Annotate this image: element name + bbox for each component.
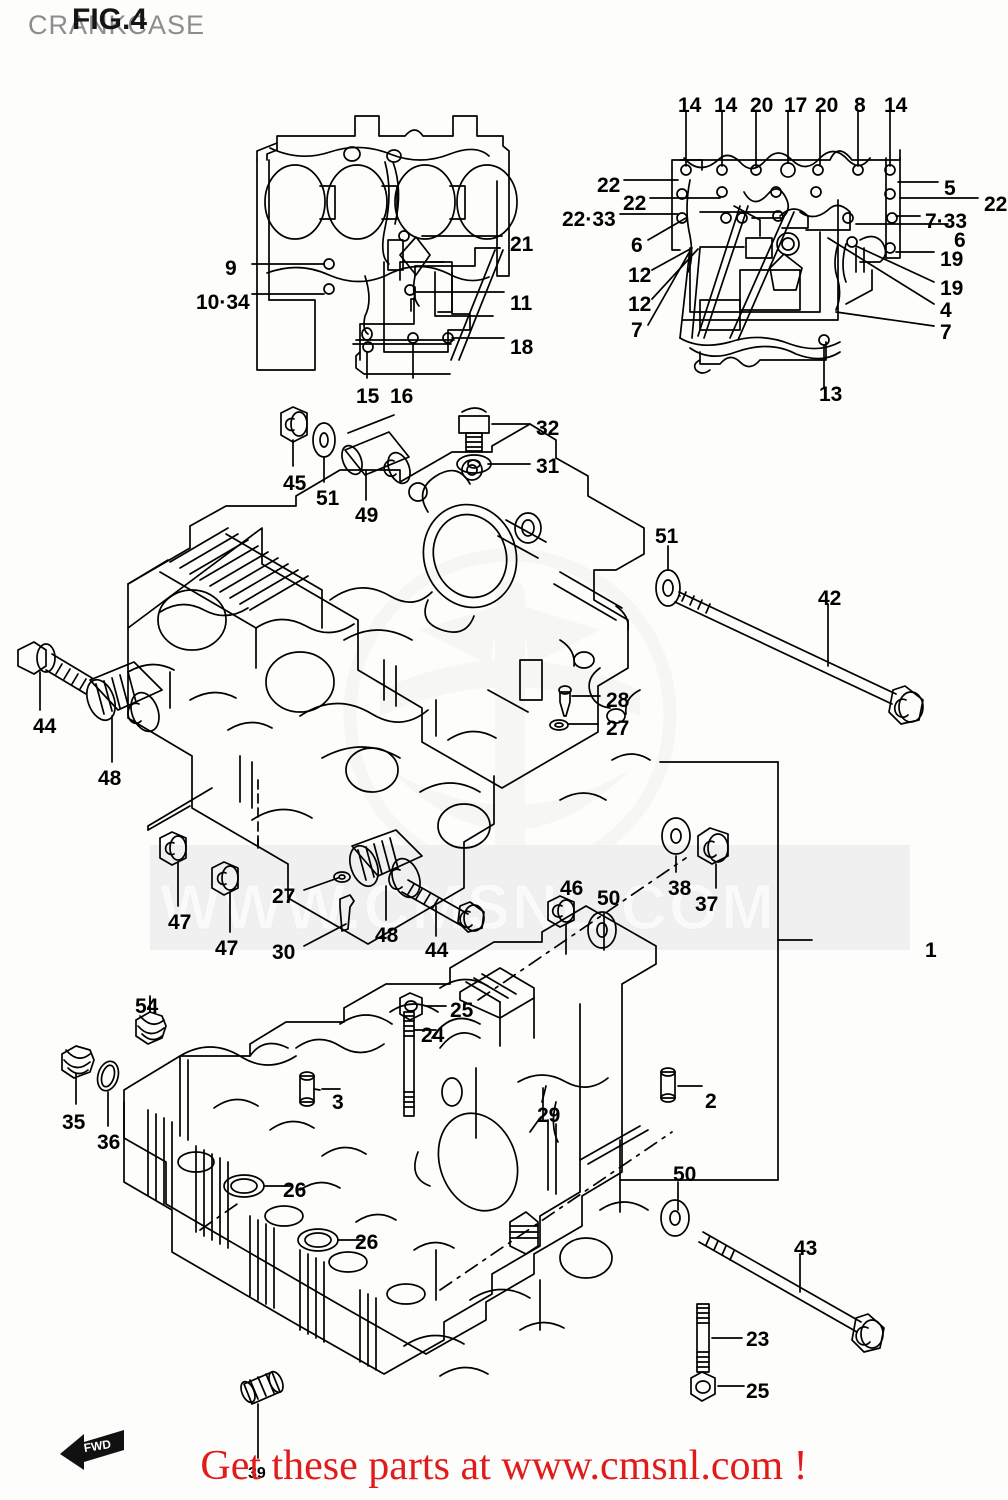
callout-37: 37: [695, 893, 719, 916]
callout-47: 47: [215, 937, 239, 960]
callout-7-33: 7·33: [925, 210, 968, 233]
callout-38: 38: [668, 877, 692, 900]
callout-48: 48: [375, 924, 399, 947]
callout-44: 44: [33, 715, 57, 738]
callout-13: 13: [819, 383, 843, 406]
callout-14: 14: [714, 94, 738, 117]
callout-50: 50: [597, 887, 621, 910]
callout-12: 12: [628, 264, 652, 287]
callout-44: 44: [425, 939, 449, 962]
figure-number: FIG.4: [72, 3, 148, 36]
callout-26: 26: [355, 1231, 379, 1254]
callout-20: 20: [750, 94, 774, 117]
callout-32: 32: [536, 417, 560, 440]
callout-15: 15: [356, 385, 380, 408]
view-upper-right-section: [671, 149, 901, 374]
callout-10-34: 10·34: [196, 291, 250, 314]
callout-50: 50: [673, 1163, 697, 1186]
callout-27: 27: [272, 885, 296, 908]
callout-5: 5: [944, 177, 956, 200]
callout-47: 47: [168, 911, 192, 934]
callout-21: 21: [510, 233, 534, 256]
callout-22: 22: [623, 192, 647, 215]
fwd-direction-marker: FWD: [60, 1430, 124, 1470]
callout-4: 4: [940, 299, 952, 322]
leaders-upper-left: [251, 235, 505, 379]
callout-17: 17: [784, 94, 808, 117]
callout-39: 39: [248, 1465, 266, 1482]
callout-7: 7: [631, 319, 643, 342]
callout-11: 11: [510, 292, 533, 315]
callout-31: 31: [536, 455, 560, 478]
callout-22: 22: [984, 193, 1008, 216]
leaders-upper-right: [619, 111, 979, 389]
callout-36: 36: [97, 1131, 121, 1154]
callout-14: 14: [884, 94, 908, 117]
callout-25: 25: [746, 1380, 770, 1403]
callout-2: 2: [705, 1090, 717, 1113]
callout-12: 12: [628, 293, 652, 316]
parts-45-51-49-32-31: [280, 406, 492, 485]
assembly-bracket-1: [619, 761, 813, 1181]
callout-16: 16: [390, 385, 414, 408]
callout-20: 20: [815, 94, 839, 117]
callout-3: 3: [332, 1091, 344, 1114]
callout-18: 18: [510, 336, 534, 359]
callout-22: 22: [597, 174, 621, 197]
callout-27: 27: [606, 717, 630, 740]
section-title: CRANKCASE: [28, 10, 206, 40]
callout-45: 45: [283, 472, 307, 495]
callout-29: 29: [537, 1104, 561, 1127]
view-upper-left-section: [256, 115, 518, 375]
callout-35: 35: [62, 1111, 86, 1134]
callout-24: 24: [421, 1024, 445, 1047]
upper-crankcase-half: [17, 423, 924, 949]
callout-42: 42: [818, 587, 842, 610]
leaders-main: [39, 423, 829, 1459]
callout-51: 51: [316, 487, 340, 510]
callout-22-33: 22·33: [562, 208, 616, 231]
promo-text[interactable]: Get these parts at www.cmsnl.com !: [200, 1443, 808, 1489]
callout-1: 1: [925, 939, 937, 962]
callout-8: 8: [854, 94, 866, 117]
callout-7: 7: [940, 321, 952, 344]
page-header: CRANKCASE FIG.4: [0, 0, 1008, 48]
lower-crankcase-half: [61, 905, 885, 1405]
callout-19: 19: [940, 277, 964, 300]
callout-6: 6: [631, 234, 643, 257]
callout-26: 26: [283, 1179, 307, 1202]
assembly-connector-lines: [199, 857, 687, 1291]
callout-30: 30: [272, 941, 296, 964]
callout-46: 46: [560, 877, 584, 900]
callout-48: 48: [98, 767, 122, 790]
fwd-label: FWD: [83, 1437, 113, 1455]
callout-49: 49: [355, 504, 379, 527]
callout-25: 25: [450, 999, 474, 1022]
callout-23: 23: [746, 1328, 770, 1351]
callout-9: 9: [225, 257, 237, 280]
callout-28: 28: [606, 689, 630, 712]
callout-51: 51: [655, 525, 679, 548]
callout-19: 19: [940, 248, 964, 271]
callout-14: 14: [678, 94, 702, 117]
callout-54: 54: [135, 995, 159, 1018]
callout-6: 6: [954, 229, 966, 252]
callout-43: 43: [794, 1237, 818, 1260]
